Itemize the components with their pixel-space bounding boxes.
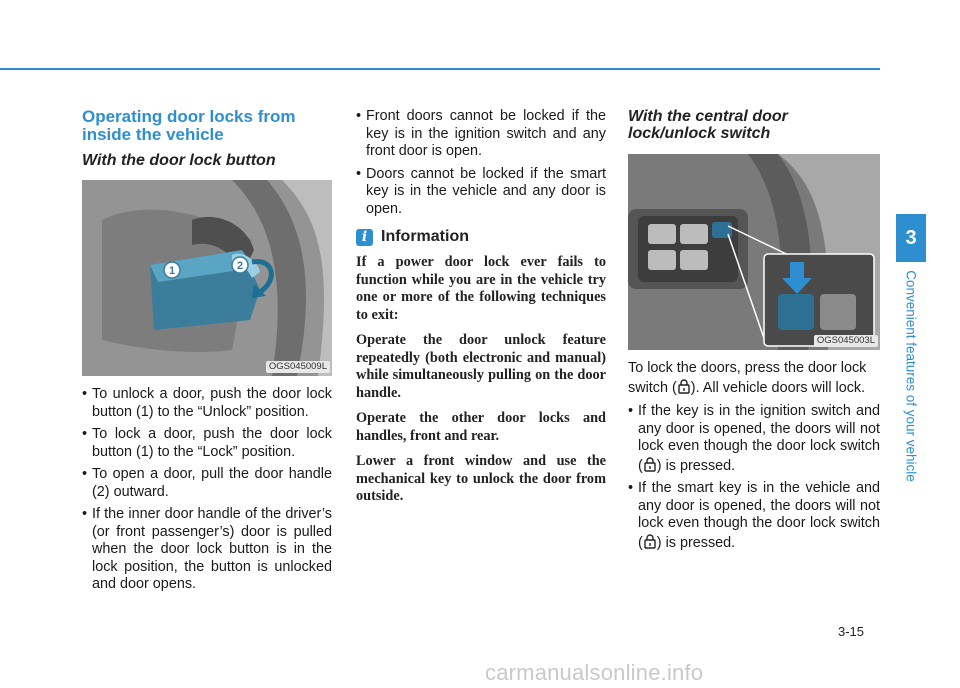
central-switch-bullets: If the key is in the ignition switch and… (628, 403, 880, 552)
lock-icon (644, 456, 656, 472)
list-item: To unlock a door, push the door lock but… (82, 386, 332, 421)
column-door-lock-button: Operating door locks from inside the veh… (82, 108, 332, 599)
door-handle-illustration: 1 2 (82, 180, 332, 376)
intro-text: ). All vehicle doors will lock. (690, 379, 866, 396)
central-switch-illustration (628, 154, 880, 350)
bullet-text: If the key is in the ignition switch and… (638, 403, 880, 474)
bullet-text: If the smart key is in the vehicle and a… (638, 480, 880, 551)
page-number: 3-15 (838, 624, 865, 639)
column-notes-information: Front doors cannot be locked if the key … (356, 108, 606, 514)
door-lock-button-bullets: To unlock a door, push the door lock but… (82, 386, 332, 594)
intro-text: To lock the doors, press the door lock s… (628, 360, 867, 396)
watermark: carmanualsonline.info (485, 660, 704, 685)
central-switch-heading: With the central door lock/unlock switch (628, 108, 788, 142)
list-item: Front doors cannot be locked if the key … (356, 108, 606, 161)
list-item: If the key is in the ignition switch and… (628, 403, 880, 475)
subheading: With the door lock button (82, 152, 276, 169)
list-item: To lock a door, push the door lock butto… (82, 426, 332, 461)
section-heading: Operating door locks from inside the veh… (82, 107, 296, 144)
central-switch-photo: OGS045003L (628, 154, 880, 350)
list-item: Doors cannot be locked if the smart key … (356, 166, 606, 219)
central-switch-intro: To lock the doors, press the door lock s… (628, 360, 880, 397)
information-paragraph: Lower a front window and use the mechani… (356, 453, 606, 504)
column-central-lock-switch: With the central door lock/unlock switch… (628, 108, 880, 557)
list-item: To open a door, pull the door handle (2)… (82, 466, 332, 501)
pull-arrow (251, 259, 274, 295)
information-paragraph: Operate the other door locks and handles… (356, 410, 606, 444)
bullet-text: ) is pressed. (656, 534, 736, 551)
figure-code: OGS045009L (265, 361, 330, 373)
lock-icon (678, 378, 690, 394)
chapter-title: Convenient features of your vehicle (903, 270, 919, 482)
list-item: If the inner door handle of the driver’s… (82, 506, 332, 594)
chapter-tab: 3 (896, 214, 926, 262)
lock-restriction-bullets: Front doors cannot be locked if the key … (356, 108, 606, 218)
header-rule (0, 68, 880, 70)
figure-code: OGS045003L (813, 335, 878, 347)
information-paragraph: Operate the door unlock feature repeated… (356, 332, 606, 401)
bullet-text: ) is pressed. (656, 457, 736, 474)
information-header: i Information (356, 228, 606, 246)
list-item: If the smart key is in the vehicle and a… (628, 480, 880, 552)
door-handle-photo: 1 2 OGS045009L (82, 180, 332, 376)
callout-1: 1 (169, 265, 175, 277)
information-paragraph: If a power door lock ever fails to funct… (356, 254, 606, 323)
lock-icon (644, 533, 656, 549)
information-title: Information (381, 228, 469, 245)
info-icon: i (356, 228, 373, 246)
callout-2: 2 (237, 260, 243, 272)
